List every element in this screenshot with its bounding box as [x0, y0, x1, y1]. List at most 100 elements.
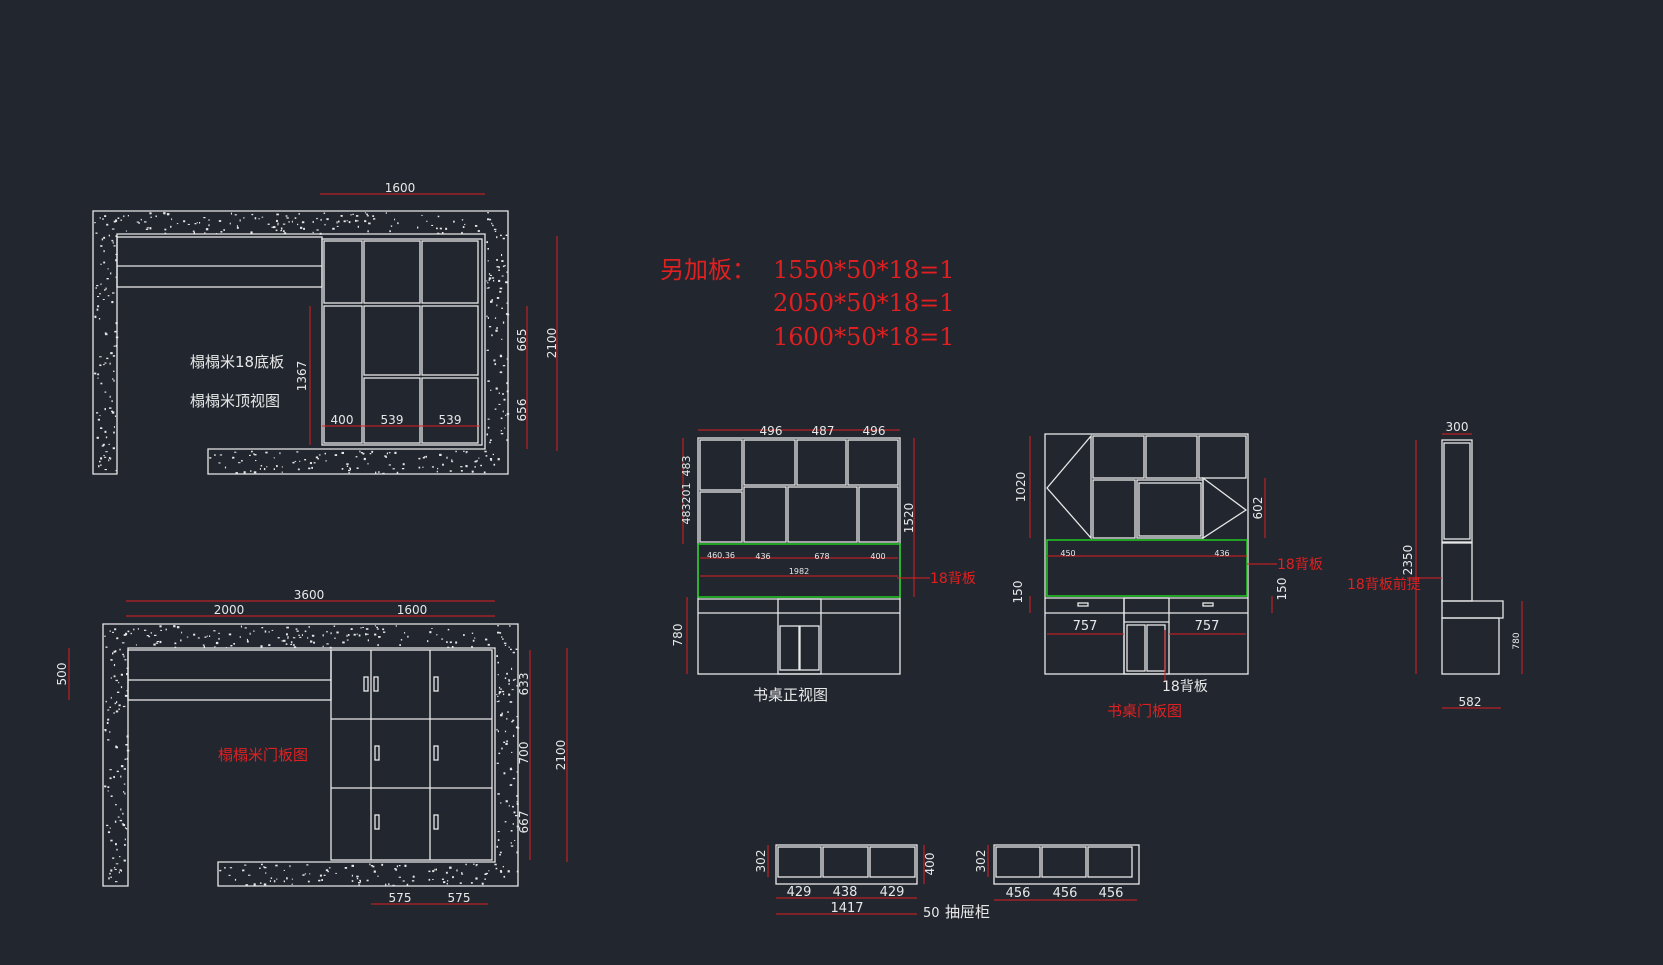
dim-757b: 757: [1195, 619, 1220, 634]
dim-496b: 496: [863, 424, 886, 438]
dim-575b: 575: [448, 891, 471, 905]
cabinet-door: [1126, 624, 1146, 672]
side-view-label: 18背板前提: [1347, 576, 1421, 593]
dim-780b: 780: [1512, 632, 1522, 649]
door-handle: [363, 676, 369, 692]
top-view-cell: [323, 305, 363, 444]
extra-board-1: 1550*50*18=1: [773, 256, 955, 284]
drawer-right-frame: [993, 844, 1140, 885]
dim-1600: 1600: [385, 181, 416, 195]
extra-boards-note: 另加板： 1550*50*18=1 2050*50*18=1 1600*50*1…: [660, 256, 955, 351]
drawer-cell: [822, 846, 869, 878]
dim-602: 602: [1251, 497, 1265, 520]
dim-150b: 150: [1275, 578, 1289, 601]
dim-2000: 2000: [214, 603, 245, 617]
drawer-cell: [995, 846, 1041, 878]
side-view-upper: [1441, 439, 1473, 543]
dim-429a: 429: [787, 885, 812, 900]
dim-1367: 1367: [295, 361, 309, 392]
dim-1600b: 1600: [397, 603, 428, 617]
dim-436b: 436: [1214, 549, 1229, 558]
drawer-left-frame: [775, 844, 918, 885]
top-view-cell: [421, 305, 479, 376]
top-view-cell: [421, 240, 479, 304]
door-inner: [1138, 482, 1202, 537]
top-view-base-label: 榻榻米18底板: [190, 353, 284, 371]
tatami-top-view[interactable]: 榻榻米18底板 榻榻米顶视图 1600 2100 665 656 1367 40…: [92, 181, 559, 475]
dim-665: 665: [515, 329, 529, 352]
door-cell: [1136, 479, 1204, 539]
dim-400c: 400: [870, 552, 885, 561]
desk-door-left-triangle: [1046, 434, 1092, 540]
door-view-cabinet: [330, 649, 493, 861]
drawer-cabinet-right[interactable]: 302 456 456 456: [974, 844, 1140, 901]
top-view-cabinet: [321, 238, 483, 446]
dim-700: 700: [517, 742, 531, 765]
top-view-cell: [363, 305, 421, 376]
side-view[interactable]: 300 2350 780 582 18背板前提: [1347, 420, 1523, 709]
extra-boards-label: 另加板：: [660, 256, 756, 284]
desk-door-right-triangle: [1202, 476, 1248, 540]
desk-door-view[interactable]: 450 436 757 757 1020 602 150 150 18背板 18…: [1011, 433, 1323, 720]
desk-door-backpanel-right: 18背板: [1277, 557, 1323, 573]
top-view-title: 榻榻米顶视图: [190, 392, 280, 410]
shelf-cell: [847, 439, 899, 486]
dim-456b: 456: [1053, 886, 1078, 901]
desk-front-title: 书桌正视图: [753, 686, 828, 704]
dim-436: 436: [755, 552, 770, 561]
dim-400d: 400: [923, 853, 937, 876]
desk-door-backpanel-bottom: 18背板: [1162, 679, 1208, 695]
desk-front-backpanel: [697, 543, 901, 598]
top-view-cell: [323, 240, 363, 304]
dim-150a: 150: [1011, 581, 1025, 604]
dim-50: 50: [923, 906, 940, 921]
dim-757a: 757: [1073, 619, 1098, 634]
door-cell: [1145, 435, 1198, 479]
dim-456c: 456: [1099, 886, 1124, 901]
side-view-middle: [1441, 542, 1473, 602]
door-cell: [1092, 479, 1136, 539]
dim-667: 667: [517, 811, 531, 834]
drawer-handle: [1077, 602, 1089, 607]
door-handle: [374, 814, 380, 830]
dim-400: 400: [331, 413, 354, 427]
dim-483b: 483: [680, 504, 693, 525]
dim-1982: 1982: [789, 567, 809, 576]
drawer-handle: [1202, 602, 1214, 607]
door-handle: [433, 676, 439, 692]
shelf-cell: [699, 491, 743, 543]
dim-539a: 539: [381, 413, 404, 427]
shelf-cell: [787, 486, 858, 543]
door-cell: [1198, 435, 1247, 479]
dim-678: 678: [814, 552, 829, 561]
door-view-bed-strip: [127, 649, 332, 701]
door-handle: [374, 745, 380, 761]
dim-483a: 483: [680, 456, 693, 477]
dim-460: 460.36: [707, 551, 735, 560]
door-cell: [1092, 435, 1145, 479]
dim-429b: 429: [880, 885, 905, 900]
dim-2100b: 2100: [554, 740, 568, 771]
door-view-wall: [102, 623, 519, 887]
drawer-cabinet-left[interactable]: 302 400 429 438 429 1417 50 抽屉柜: [754, 844, 990, 921]
extra-board-2: 2050*50*18=1: [773, 289, 955, 317]
dim-3600: 3600: [294, 588, 325, 602]
dim-496a: 496: [760, 424, 783, 438]
desk-door-title: 书桌门板图: [1107, 702, 1182, 720]
shelf-cell: [858, 486, 899, 543]
dim-302b: 302: [974, 850, 988, 873]
desk-front-center-cabinet: [777, 598, 822, 675]
side-view-lower: [1441, 617, 1500, 675]
dim-487: 487: [812, 424, 835, 438]
door-handle: [433, 814, 439, 830]
cabinet-door: [799, 625, 820, 671]
door-handle: [433, 745, 439, 761]
dim-201: 201: [680, 483, 693, 504]
door-view-wall-hatch: [104, 625, 520, 887]
cabinet-door: [1146, 624, 1166, 672]
shelf-cell: [699, 439, 743, 491]
tatami-door-view[interactable]: 榻榻米门板图 3600 2000 1600 500 2100 633 700 6…: [55, 588, 568, 905]
drawer-label: 抽屉柜: [945, 903, 990, 921]
desk-front-view[interactable]: 460.36 436 678 400 1982 496 487 496 483 …: [671, 424, 976, 704]
